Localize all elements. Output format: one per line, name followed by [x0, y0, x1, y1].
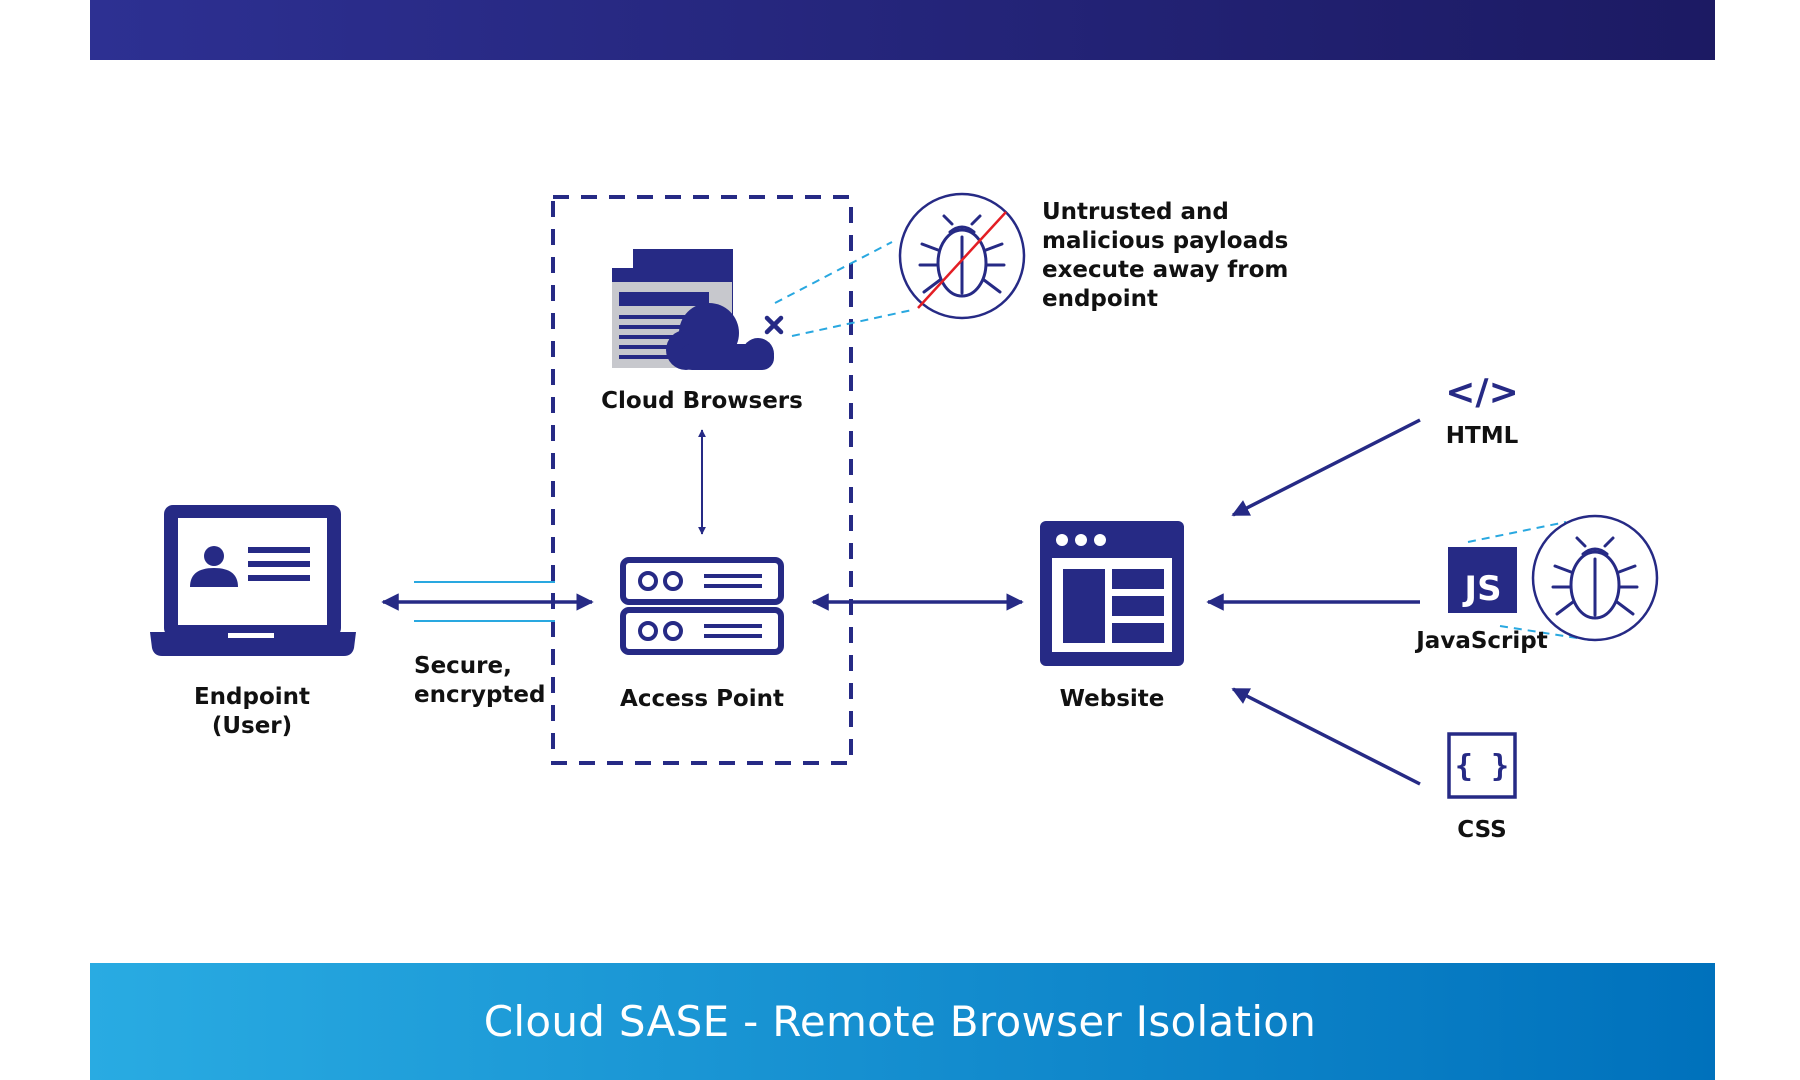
html-label: HTML	[1445, 423, 1519, 449]
css-braces-icon: { }	[1447, 732, 1517, 799]
footer-banner	[90, 963, 1715, 1080]
endpoint-label-line1: Endpoint	[193, 684, 311, 710]
callout-line-4: endpoint	[1042, 286, 1158, 312]
callout-line-3: execute away from	[1042, 257, 1289, 283]
secure-link-label-line1: Secure,	[414, 653, 512, 679]
browser-window-icon	[1040, 521, 1184, 666]
bug-crossed-icon	[898, 192, 1026, 320]
callout-line-2: malicious payloads	[1042, 228, 1289, 254]
secure-link-label-line2: encrypted	[414, 682, 546, 708]
website-label: Website	[1059, 686, 1165, 712]
svg-text:JS: JS	[1462, 569, 1501, 609]
footer-title: Cloud SASE - Remote Browser Isolation	[483, 997, 1317, 1046]
js-bug-connector-top	[1467, 521, 1567, 543]
header-banner	[90, 0, 1715, 60]
endpoint-label: Endpoint (User)	[180, 683, 324, 741]
server-icon	[620, 557, 784, 655]
callout-line-1: Untrusted and	[1042, 199, 1229, 225]
javascript-badge-icon: JS	[1448, 547, 1517, 613]
code-tag-icon: </>	[1445, 372, 1518, 413]
secure-link-label: Secure, encrypted	[414, 652, 545, 710]
access-point-label: Access Point	[620, 686, 784, 712]
browser-windows-cloud-icon	[612, 249, 791, 370]
javascript-label: JavaScript	[1416, 628, 1548, 654]
cloud-boundary-box	[551, 195, 853, 765]
bug-icon	[1531, 514, 1659, 642]
laptop-user-icon	[150, 505, 356, 656]
endpoint-label-line2: (User)	[211, 713, 293, 739]
svg-text:</>: </>	[1445, 372, 1518, 413]
callout-connector-top	[774, 241, 893, 304]
css-label: CSS	[1457, 817, 1507, 843]
html-website-arrow	[1231, 418, 1421, 517]
svg-text:{ }: { }	[1455, 749, 1509, 784]
callout-connector-bottom	[791, 309, 913, 337]
cloud-browsers-label: Cloud Browsers	[601, 388, 803, 414]
callout-text: Untrusted and malicious payloads execute…	[1042, 198, 1288, 314]
css-website-arrow	[1231, 687, 1421, 786]
